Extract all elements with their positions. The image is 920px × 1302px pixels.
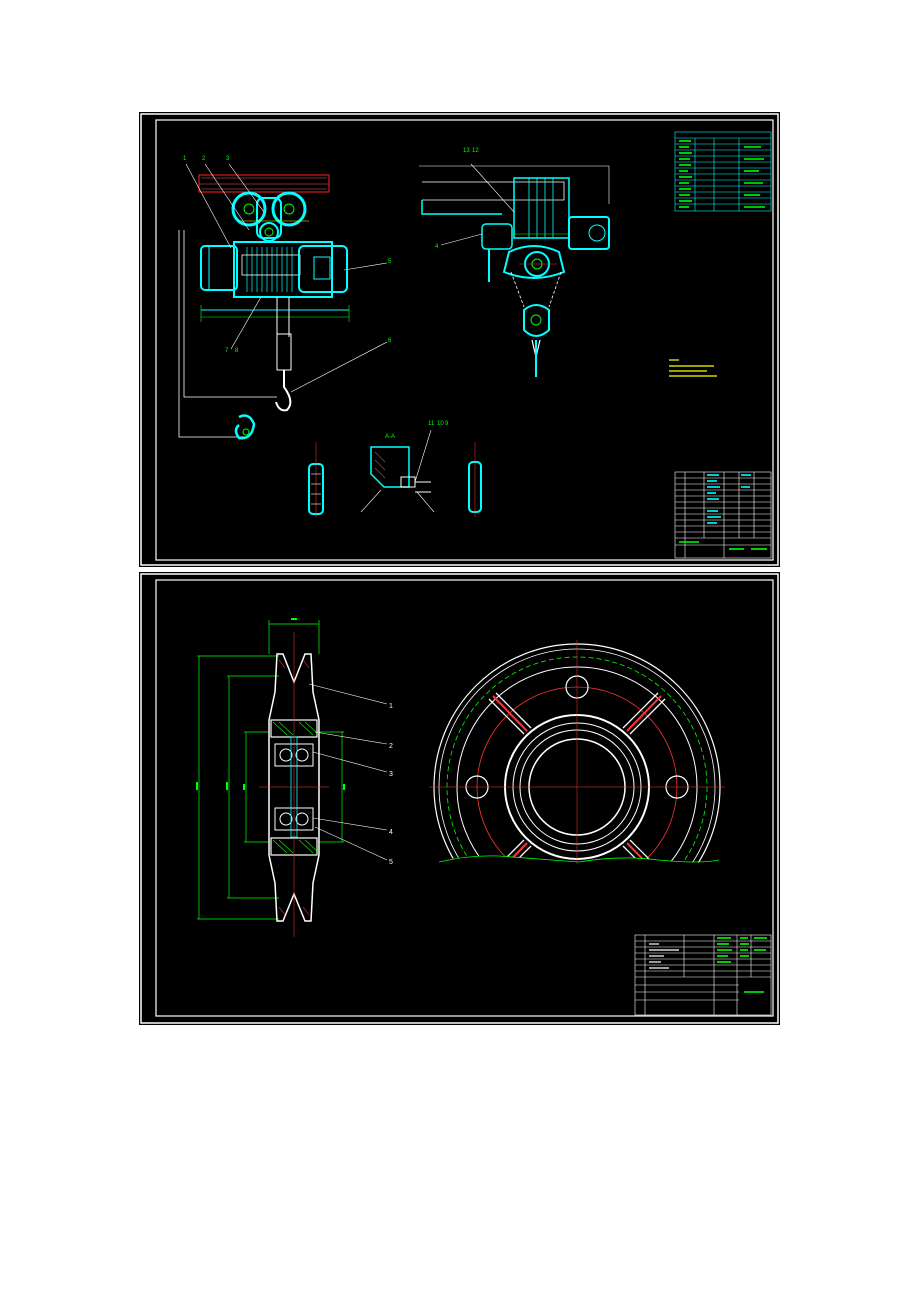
parts-list-text-marks xyxy=(707,474,751,524)
balloon-2: 2 xyxy=(202,156,206,162)
balloon-11: 11 xyxy=(428,421,435,427)
balloon-13: 13 xyxy=(463,148,470,154)
detail-views xyxy=(308,429,482,517)
outer-frame xyxy=(140,573,779,1024)
balloon-8: 8 xyxy=(235,348,239,354)
pulley-end-view xyxy=(429,640,725,864)
pulley-drawing: 1 2 3 4 5 xyxy=(140,573,779,1024)
balloon-3: 3 xyxy=(389,771,393,778)
drawing-sheet-hoist-assembly: 1 2 3 13 12 4 5 6 7 8 11 10 9 A-A xyxy=(139,112,780,567)
balloon-7: 7 xyxy=(225,348,229,354)
hoist-front-view xyxy=(178,163,388,440)
technical-parameter-table xyxy=(674,131,772,212)
balloon-12: 12 xyxy=(472,148,479,154)
dimension-text-marks xyxy=(196,618,345,790)
balloon-6: 6 xyxy=(388,338,392,344)
balloon-3: 3 xyxy=(226,156,230,162)
inner-frame xyxy=(155,119,774,561)
pulley-parts-list-table xyxy=(634,934,772,1016)
pulley-parts-text-marks xyxy=(717,937,767,993)
balloon-5: 5 xyxy=(389,859,393,866)
parts-list-table xyxy=(674,471,772,559)
balloon-10: 10 xyxy=(437,421,444,427)
pulley-parts-white-marks xyxy=(649,943,679,969)
pulley-section-view xyxy=(196,618,388,937)
pulley-balloon-labels: 1 2 3 4 5 xyxy=(389,703,393,866)
balloon-4: 4 xyxy=(389,829,393,836)
inner-frame xyxy=(155,579,774,1017)
balloon-1: 1 xyxy=(389,703,393,710)
title-block-marks xyxy=(679,541,767,550)
hoist-side-view xyxy=(419,163,610,377)
balloon-1: 1 xyxy=(183,156,187,162)
drawing-sheet-pulley: 1 2 3 4 5 xyxy=(139,572,780,1025)
balloon-5: 5 xyxy=(388,259,392,265)
balloon-2: 2 xyxy=(389,743,393,750)
hoist-assembly-drawing: 1 2 3 13 12 4 5 6 7 8 11 10 9 A-A xyxy=(140,113,779,566)
parameter-table-text-marks xyxy=(679,140,765,208)
section-mark: A-A xyxy=(385,434,395,440)
balloon-4: 4 xyxy=(435,244,439,250)
balloon-9: 9 xyxy=(445,421,449,427)
outer-frame xyxy=(140,113,779,566)
hoist-balloon-labels: 1 2 3 13 12 4 5 6 7 8 11 10 9 A-A xyxy=(183,148,479,440)
technical-notes xyxy=(669,359,717,377)
